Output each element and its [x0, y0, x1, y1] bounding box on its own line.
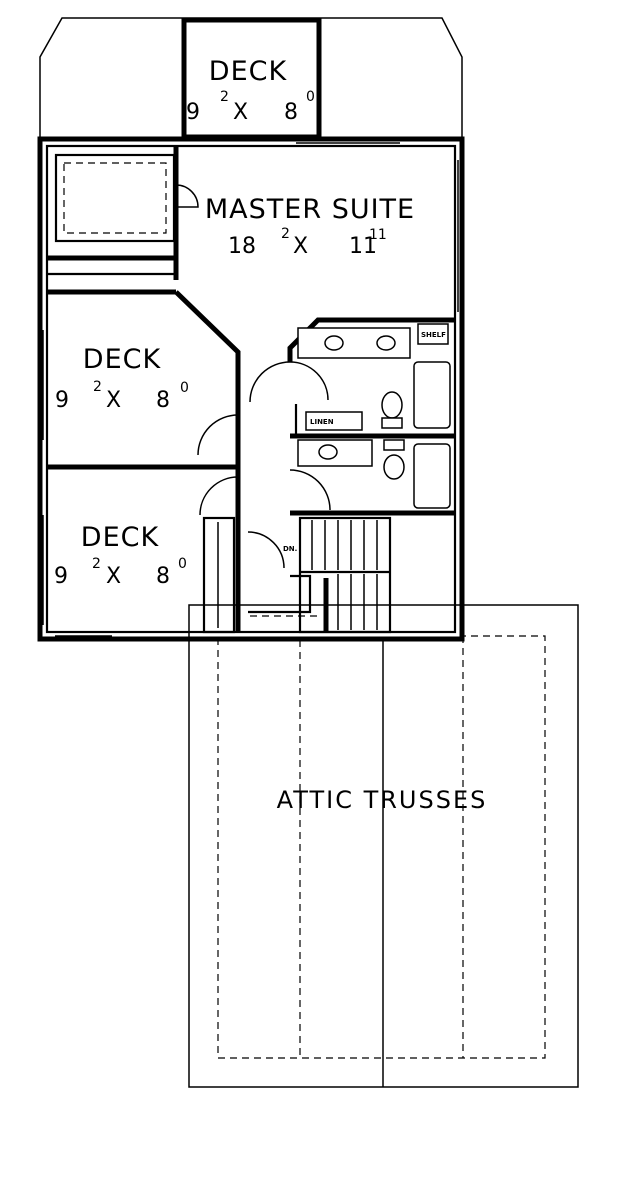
stair-down-label: DN.	[283, 545, 297, 553]
attic-label: ATTIC TRUSSES	[277, 786, 488, 814]
deck-middle-dim-b-sup: 0	[180, 380, 189, 396]
stair-closet	[247, 531, 320, 617]
deck-middle-dim-a: 9	[55, 388, 69, 413]
master-suite: MASTER SUITE 18 2 X 11 11	[173, 146, 415, 280]
second-bath	[289, 439, 455, 516]
closet-door-swing	[175, 184, 199, 208]
hall-divider	[47, 255, 176, 295]
master-suite-name: MASTER SUITE	[205, 194, 415, 225]
exterior-walls	[37, 136, 465, 642]
toilet-2-tank-icon	[383, 439, 405, 451]
deck-bottom-dim-a: 9	[54, 564, 68, 589]
second-bath-door	[289, 469, 331, 511]
deck-bottom-dim-x: X	[106, 564, 121, 589]
deck-bottom: DECK 9 2 X 8 0	[54, 467, 241, 634]
stair-closet-wall	[248, 574, 312, 614]
attic-area: ATTIC TRUSSES	[188, 604, 579, 1088]
deck-bottom-door	[199, 476, 239, 516]
deck-top-dim-b-sup: 0	[306, 89, 315, 105]
master-suite-dim-a-sup: 2	[281, 226, 290, 242]
closet-shelf	[63, 162, 167, 234]
master-bath-door	[289, 361, 329, 401]
master-suite-dim-a: 18	[228, 234, 256, 259]
shelf-label: SHELF	[421, 331, 446, 339]
sink-1-icon	[324, 335, 344, 351]
sink-3-icon	[318, 444, 338, 460]
deck-middle-dim-b: 8	[156, 388, 170, 413]
toilet-1-tank-icon	[381, 417, 403, 429]
deck-middle-dim-x: X	[106, 388, 121, 413]
deck-top-name: DECK	[209, 56, 288, 87]
hall-door-right	[249, 361, 291, 403]
deck-top-dim-a: 9	[186, 100, 200, 125]
deck-middle: DECK 9 2 X 8 0	[47, 290, 241, 470]
toilet-1-icon	[381, 391, 403, 419]
linen-closet	[305, 411, 363, 431]
deck-top-dim-x: X	[233, 100, 248, 125]
hall	[235, 361, 291, 467]
deck-bottom-dim-a-sup: 2	[92, 556, 101, 572]
master-suite-dim-x: X	[293, 234, 308, 259]
deck-top-area: DECK 9 2 X 8 0	[39, 17, 463, 140]
closet-wall	[54, 153, 176, 243]
attic-dashed-boundary	[217, 635, 546, 1059]
deck-middle-name: DECK	[83, 344, 162, 375]
master-suite-dim-b: 11	[349, 234, 377, 259]
shelf-box	[417, 323, 449, 345]
deck-middle-wall	[174, 290, 241, 415]
exterior-wall	[37, 136, 465, 642]
bathtub-1-icon	[413, 361, 451, 429]
deck-bottom-dim-b-sup: 0	[178, 556, 187, 572]
stair-closet-door	[247, 531, 285, 569]
deck-top-dim-a-sup: 2	[220, 89, 229, 105]
deck-bottom-dim-b: 8	[156, 564, 170, 589]
deck-bottom-closet	[202, 516, 236, 634]
deck-middle-dim-a-sup: 2	[93, 379, 102, 395]
sink-2-icon	[376, 335, 396, 351]
linen-label: LINEN	[310, 418, 334, 426]
deck-top-dim-b: 8	[284, 100, 298, 125]
master-bath: SHELF LINEN	[287, 317, 455, 439]
bathtub-2-icon	[413, 443, 451, 509]
exterior-wall-inner	[45, 144, 457, 634]
deck-middle-door	[197, 414, 239, 456]
deck-bottom-name: DECK	[81, 522, 160, 553]
master-suite-dim-b-sup: 11	[369, 227, 387, 243]
toilet-2-icon	[383, 454, 405, 480]
